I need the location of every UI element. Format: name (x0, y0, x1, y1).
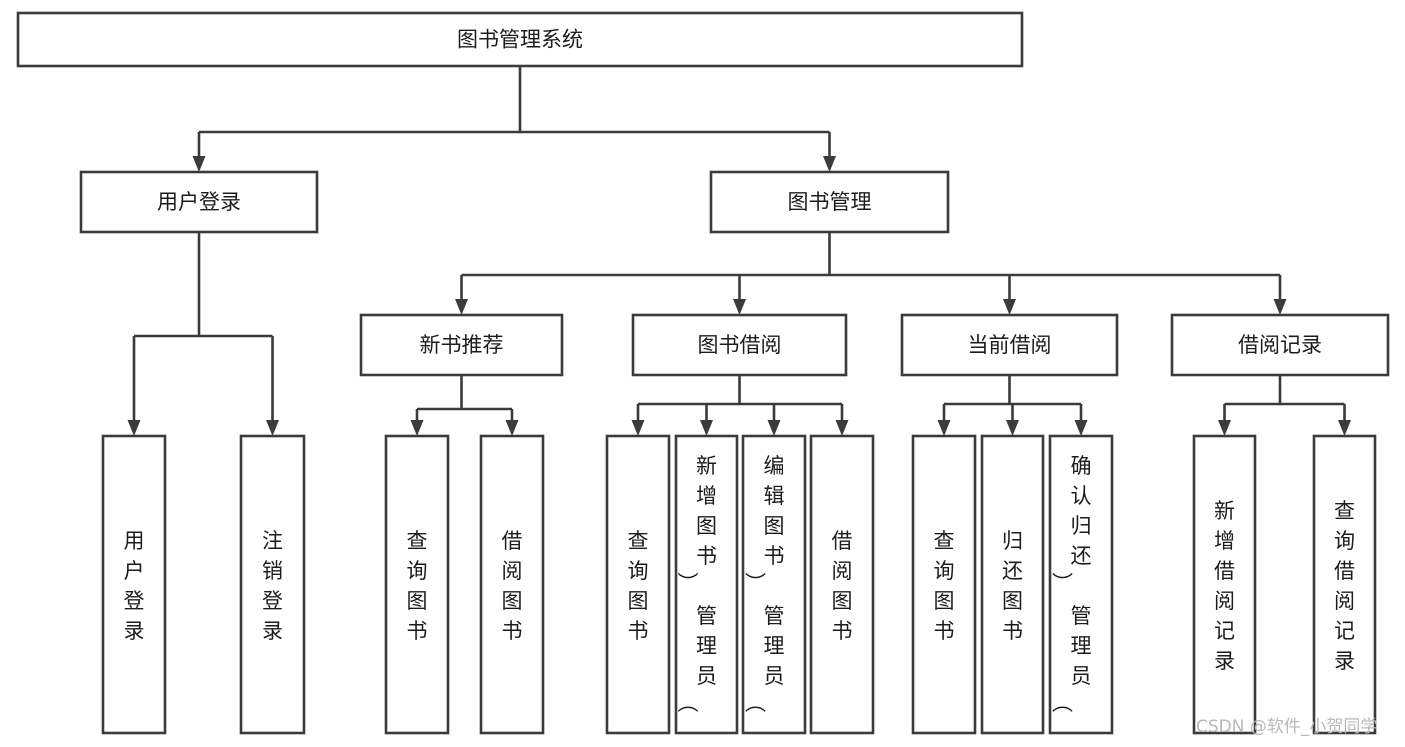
node-box (605, 434, 671, 735)
node-root[interactable]: 图书管理系统 (16, 11, 1024, 68)
arrow-head-icon (127, 420, 141, 436)
node-records[interactable]: 借阅记录 (1170, 313, 1390, 377)
edge-group-current (937, 375, 1088, 436)
node-box (709, 170, 950, 234)
node-box (809, 434, 875, 735)
node-box (101, 434, 167, 735)
node-label: 新增图书（管理员） (677, 454, 717, 713)
node-leaf-query-record[interactable]: 查询借阅记录 (1312, 434, 1377, 735)
node-current[interactable]: 当前借阅 (900, 313, 1119, 377)
node-label: 图书管理系统 (457, 28, 583, 52)
node-box (1312, 434, 1377, 735)
node-leaf-query-book-3[interactable]: 查询图书 (911, 434, 977, 735)
node-leaf-borrow-book-1[interactable]: 借阅图书 (479, 434, 545, 735)
csdn-watermark: CSDN @软件_小贺同学 (1196, 717, 1377, 737)
node-box (674, 434, 739, 735)
arrow-head-icon (1003, 299, 1016, 315)
node-label: 注销登录 (262, 529, 283, 643)
node-layer: 图书管理系统用户登录图书管理新书推荐图书借阅当前借阅借阅记录用户登录注销登录查询… (16, 11, 1390, 735)
arrow-head-icon (835, 420, 849, 436)
edge-group-newbook (410, 375, 519, 436)
node-leaf-add-book[interactable]: 新增图书（管理员） (674, 434, 739, 735)
node-box (911, 434, 977, 735)
edge-group-records (1218, 375, 1351, 436)
node-box (1048, 434, 1114, 735)
edge-group-login (127, 232, 279, 436)
node-label: 图书借阅 (698, 333, 782, 357)
node-box (359, 313, 564, 377)
node-leaf-user-login[interactable]: 用户登录 (101, 434, 167, 735)
edge-group-root (192, 66, 836, 172)
node-label: 借阅图书 (832, 529, 853, 643)
arrow-head-icon (1074, 420, 1088, 436)
arrow-head-icon (505, 420, 519, 436)
arrow-head-icon (192, 156, 206, 172)
node-bookmgmt[interactable]: 图书管理 (709, 170, 950, 234)
node-label: 当前借阅 (968, 333, 1052, 357)
arrow-head-icon (410, 420, 424, 436)
arrow-head-icon (455, 299, 468, 315)
connector-layer (127, 66, 1351, 436)
arrow-head-icon (823, 156, 836, 172)
node-leaf-confirm-return[interactable]: 确认归还（管理员） (1048, 434, 1114, 735)
edge-group-borrow (631, 375, 849, 436)
node-box (980, 434, 1045, 735)
node-newbook[interactable]: 新书推荐 (359, 313, 564, 377)
node-label: 查询借阅记录 (1334, 499, 1355, 673)
node-borrow[interactable]: 图书借阅 (631, 313, 848, 377)
node-leaf-add-record[interactable]: 新增借阅记录 (1192, 434, 1257, 735)
node-leaf-borrow-book-2[interactable]: 借阅图书 (809, 434, 875, 735)
arrow-head-icon (631, 420, 645, 436)
node-label: 用户登录 (124, 529, 145, 643)
arrow-head-icon (937, 420, 951, 436)
node-leaf-return-book[interactable]: 归还图书 (980, 434, 1045, 735)
arrow-head-icon (733, 299, 746, 315)
node-label: 借阅图书 (502, 529, 523, 643)
node-label: 编辑图书（管理员） (745, 454, 785, 713)
node-box (479, 434, 545, 735)
node-leaf-user-logout[interactable]: 注销登录 (239, 434, 306, 735)
node-box (1192, 434, 1257, 735)
node-box (384, 434, 450, 735)
node-label: 查询图书 (628, 529, 649, 643)
arrow-head-icon (767, 420, 781, 436)
node-login[interactable]: 用户登录 (79, 170, 319, 234)
node-label: 确认归还（管理员） (1052, 454, 1092, 713)
node-box (79, 170, 319, 234)
node-box (631, 313, 848, 377)
node-label: 借阅记录 (1238, 333, 1322, 357)
arrow-head-icon (1006, 420, 1019, 436)
node-leaf-query-book-2[interactable]: 查询图书 (605, 434, 671, 735)
node-leaf-query-book-1[interactable]: 查询图书 (384, 434, 450, 735)
arrow-head-icon (700, 420, 713, 436)
node-label: 查询图书 (407, 529, 428, 643)
arrow-head-icon (1218, 420, 1231, 436)
node-leaf-edit-book[interactable]: 编辑图书（管理员） (741, 434, 807, 735)
node-label: 归还图书 (1002, 529, 1023, 643)
edge-group-bookmgmt (455, 232, 1287, 315)
node-label: 新书推荐 (420, 333, 504, 357)
node-label: 用户登录 (157, 190, 241, 214)
node-label: 图书管理 (788, 190, 872, 214)
node-label: 新增借阅记录 (1214, 499, 1235, 673)
arrow-head-icon (266, 420, 279, 436)
node-box (1170, 313, 1390, 377)
node-box (900, 313, 1119, 377)
arrow-head-icon (1338, 420, 1351, 436)
node-box (741, 434, 807, 735)
arrow-head-icon (1273, 299, 1287, 315)
node-label: 查询图书 (934, 529, 955, 643)
node-box (16, 11, 1024, 68)
node-box (239, 434, 306, 735)
